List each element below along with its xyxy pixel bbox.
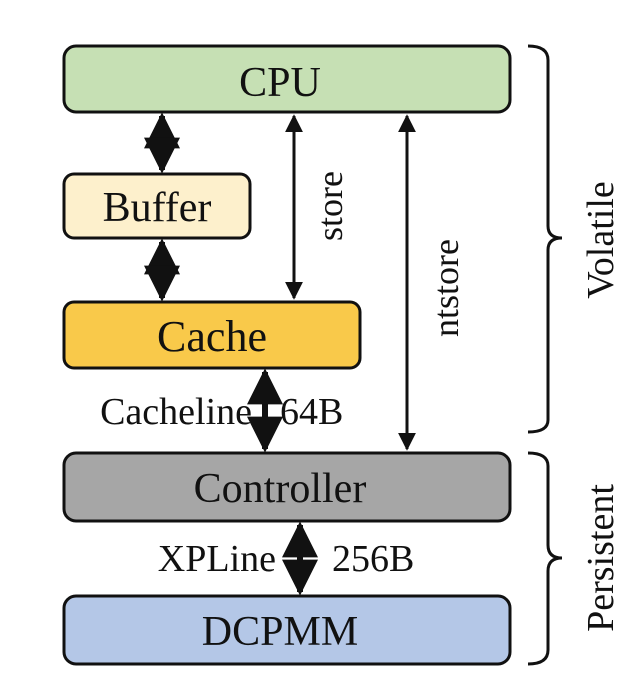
volatile-brace [527, 44, 563, 434]
xpline-size-label: 256B [332, 538, 414, 580]
cache-label: Cache [157, 312, 267, 361]
buffer-label: Buffer [103, 185, 212, 231]
persistent-label: Persistent [580, 484, 622, 632]
cpu-block: CPU [62, 44, 512, 114]
controller-block: Controller [62, 451, 512, 523]
store-label: store [310, 171, 350, 241]
dcpmm-block: DCPMM [62, 594, 512, 666]
xpline-label: XPLine [158, 538, 276, 580]
dcpmm-box [62, 594, 512, 666]
cacheline-size-label: 64B [280, 391, 343, 433]
cache-block: Cache [62, 300, 362, 370]
cpu-box [62, 44, 512, 114]
controller-label: Controller [194, 466, 367, 512]
dcpmm-label: DCPMM [202, 609, 358, 655]
controller-box [62, 451, 512, 523]
cacheline-label: Cacheline [100, 391, 252, 433]
buffer-box [62, 172, 252, 240]
ntstore-label: ntstore [426, 239, 466, 337]
cpu-label: CPU [239, 60, 321, 106]
persistent-brace [527, 451, 563, 666]
cache-box [62, 300, 362, 370]
volatile-label: Volatile [580, 181, 622, 299]
buffer-block: Buffer [62, 172, 252, 240]
